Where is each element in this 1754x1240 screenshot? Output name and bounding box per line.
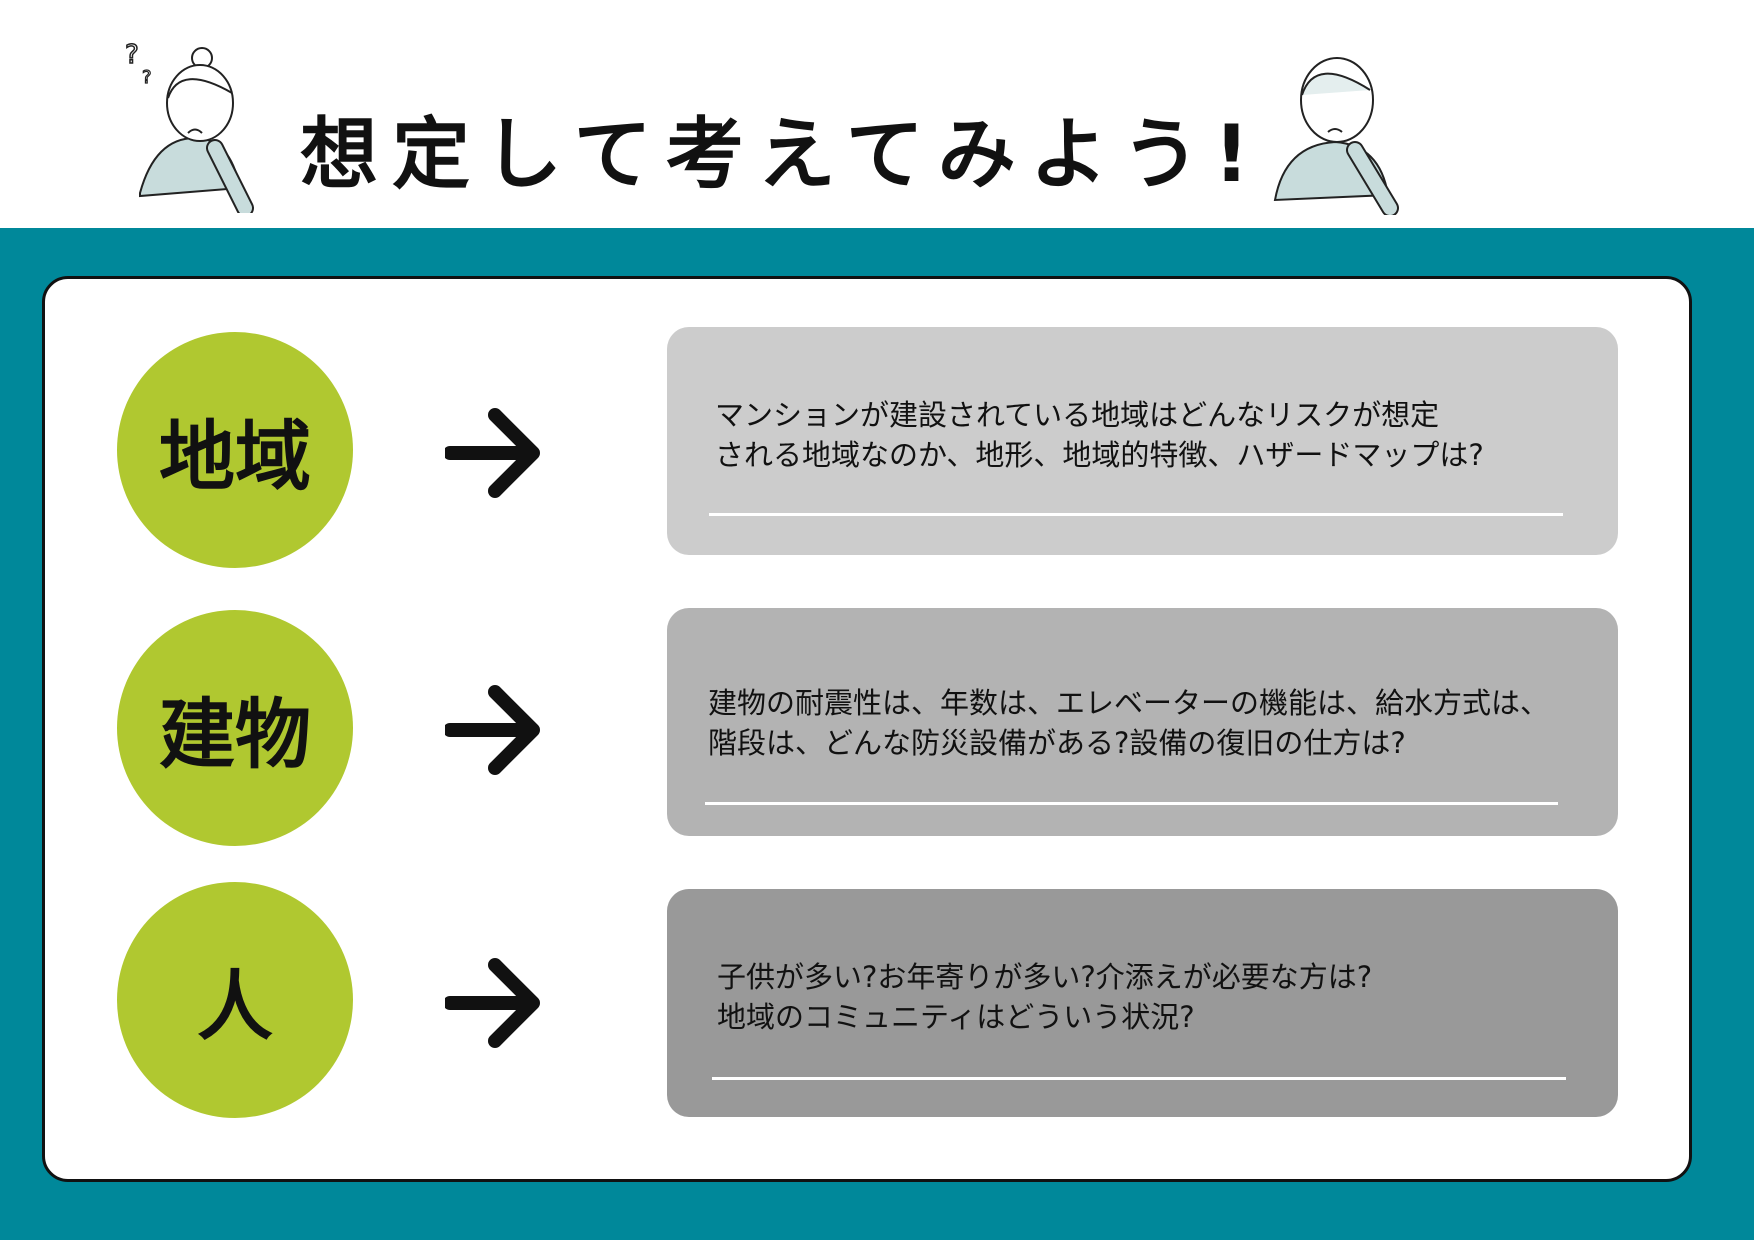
arrow-right-icon bbox=[445, 958, 540, 1048]
page-title: 想定して考えてみよう! bbox=[300, 110, 1264, 200]
question-box-people: 子供が多い?お年寄りが多い?介添えが必要な方は? 地域のコミュニティはどういう状況… bbox=[667, 889, 1618, 1117]
question-line: 建物の耐震性は、年数は、エレベーターの機能は、給水方式は、 bbox=[708, 686, 1550, 720]
category-circle-building: 建物 bbox=[117, 610, 353, 846]
question-line: 階段は、どんな防災設備がある?設備の復旧の仕方は? bbox=[708, 726, 1406, 760]
thinking-man-icon bbox=[1273, 57, 1399, 215]
answer-line bbox=[705, 802, 1558, 805]
question-box-building: 建物の耐震性は、年数は、エレベーターの機能は、給水方式は、階段は、どんな防災設備… bbox=[667, 608, 1618, 836]
question-line: マンションが建設されている地域はどんなリスクが想定 bbox=[715, 398, 1440, 432]
thinking-woman-icon: ? ? bbox=[124, 39, 254, 213]
svg-text:?: ? bbox=[125, 40, 139, 70]
category-circle-people: 人 bbox=[117, 882, 353, 1118]
arrow-right-icon bbox=[445, 685, 540, 775]
answer-line bbox=[709, 513, 1563, 516]
question-box-region: マンションが建設されている地域はどんなリスクが想定される地域なのか、地形、地域的… bbox=[667, 327, 1618, 555]
svg-text:?: ? bbox=[142, 67, 152, 88]
question-line: 地域のコミュニティはどういう状況? bbox=[717, 1000, 1195, 1034]
arrow-right-icon bbox=[445, 408, 540, 498]
answer-line bbox=[712, 1077, 1566, 1080]
category-circle-region: 地域 bbox=[117, 332, 353, 568]
header: ? ? 想定して考えてみよう! bbox=[0, 0, 1754, 228]
question-line: 子供が多い?お年寄りが多い?介添えが必要な方は? bbox=[717, 960, 1373, 994]
question-line: される地域なのか、地形、地域的特徴、ハザードマップは? bbox=[715, 438, 1484, 472]
